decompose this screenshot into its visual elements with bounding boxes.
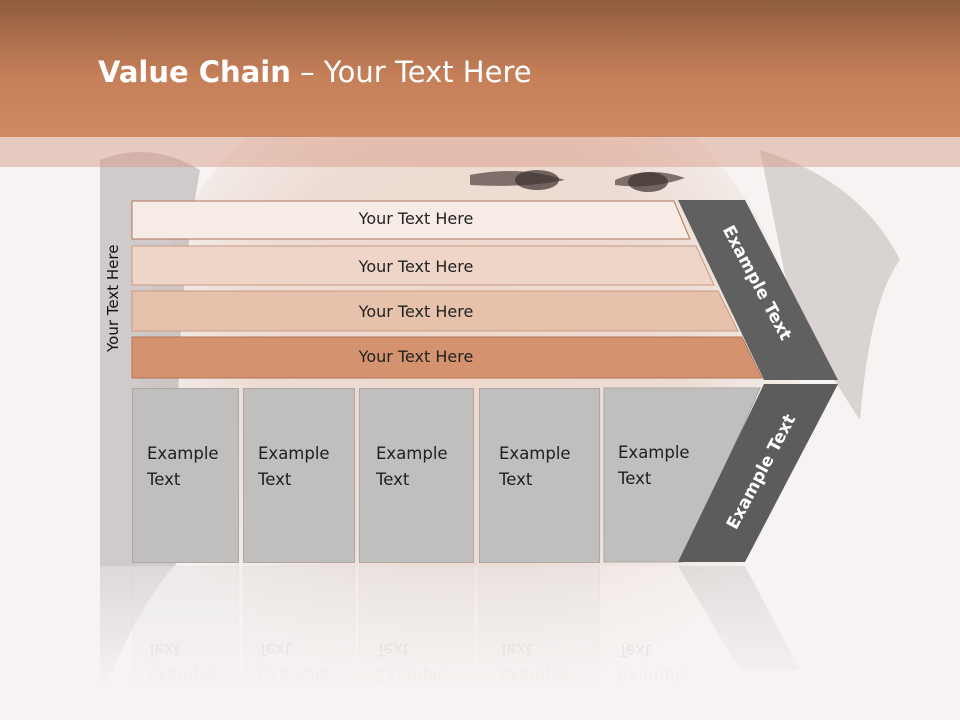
- title-rest: – Your Text Here: [290, 55, 532, 89]
- box-5-line1: Example: [618, 443, 690, 462]
- box-2-line1: Example: [258, 444, 330, 463]
- row-3-shape: [131, 290, 739, 332]
- row-1-shape: [131, 200, 691, 240]
- arrow-upper: [678, 200, 838, 380]
- title-bold: Value Chain: [98, 55, 291, 89]
- box-4-line2: Text: [499, 470, 533, 489]
- row-4-label: Your Text Here: [358, 347, 474, 366]
- box-5-line2: Text: [618, 469, 652, 488]
- header-bar: [0, 0, 960, 137]
- row-3-label: Your Text Here: [358, 302, 474, 321]
- page-title: Value Chain – Your Text Here: [98, 55, 532, 89]
- row-2-label: Your Text Here: [358, 257, 474, 276]
- row-1-label: Your Text Here: [358, 209, 474, 228]
- arrow-lower: [678, 384, 838, 562]
- row-2-shape: [131, 245, 715, 286]
- box-2-line2: Text: [258, 470, 292, 489]
- box-1-line2: Text: [147, 470, 181, 489]
- box-3-line2: Text: [376, 470, 410, 489]
- row-4-shape: [131, 336, 763, 379]
- box-4-line1: Example: [499, 444, 571, 463]
- reflection-fade: [0, 566, 960, 720]
- side-label: Your Text Here: [104, 244, 122, 352]
- header-band: [0, 137, 960, 167]
- box-1-line1: Example: [147, 444, 219, 463]
- box-3-line1: Example: [376, 444, 448, 463]
